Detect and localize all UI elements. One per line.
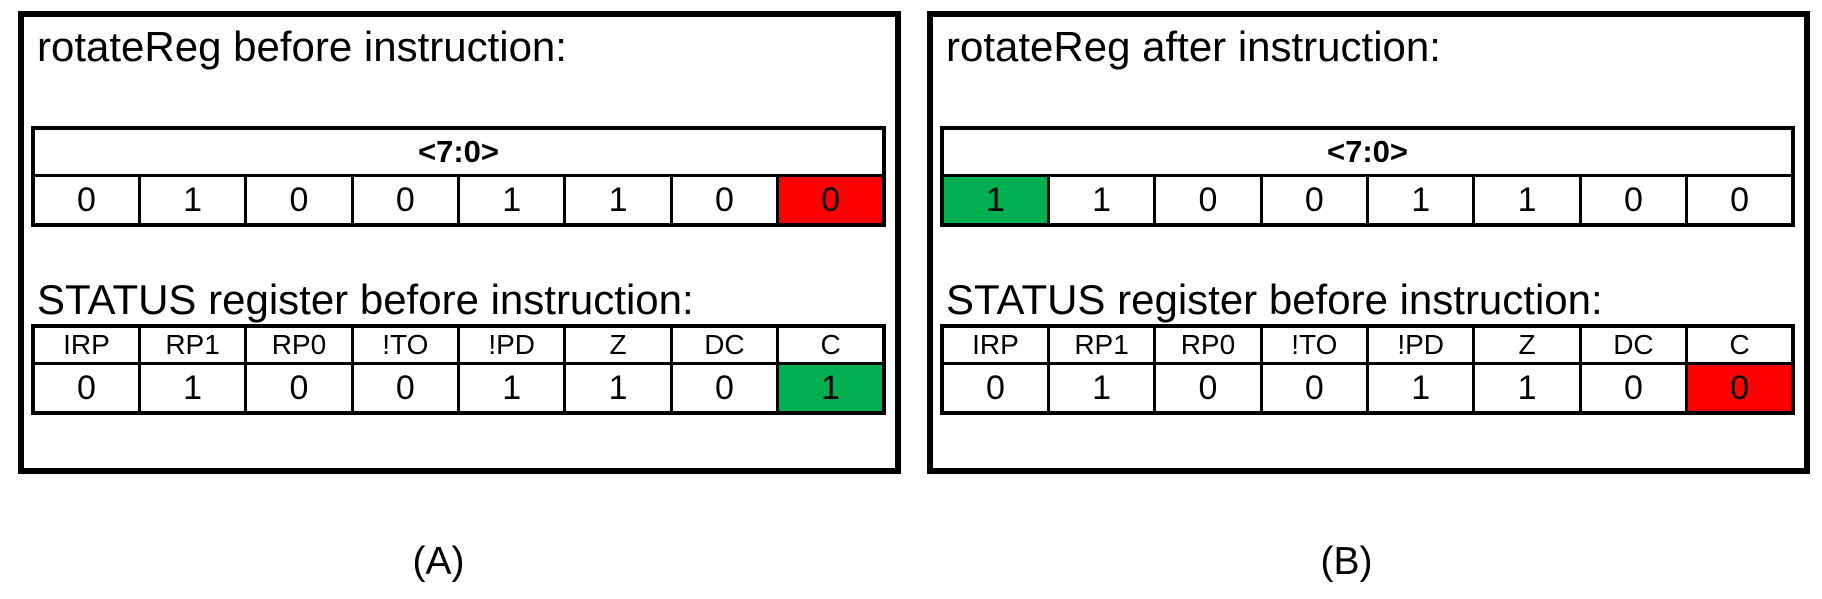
caption-panel-a: (A) xyxy=(412,540,465,583)
status-bit-cell: 0 xyxy=(350,362,461,415)
status-bit-cell: 1 xyxy=(456,362,567,415)
register-bit-row: 1 1 0 0 1 1 0 0 xyxy=(940,174,1795,227)
register-bit-cell: 1 xyxy=(456,174,567,227)
panel-after: rotateReg after instruction: <7:0> 1 1 0… xyxy=(927,11,1810,474)
register-bit-cell-carry-highlight: 0 xyxy=(776,174,886,227)
caption-panel-b: (B) xyxy=(1320,540,1373,583)
register-bit-cell: 1 xyxy=(1365,174,1476,227)
status-flag-header: RP1 xyxy=(1046,324,1157,365)
register-bit-cell: 0 xyxy=(1578,174,1689,227)
panel-before: rotateReg before instruction: <7:0> 0 1 … xyxy=(18,11,901,474)
status-flag-header: !TO xyxy=(350,324,461,365)
register-bit-cell: 1 xyxy=(1472,174,1582,227)
status-bit-cell-carry-highlight: 0 xyxy=(1685,362,1795,415)
status-flag-header: !TO xyxy=(1259,324,1370,365)
status-register-table: IRP RP1 RP0 !TO !PD Z DC C 0 1 0 0 1 1 xyxy=(940,324,1795,415)
status-bit-cell: 0 xyxy=(1259,362,1370,415)
register-header-row: <7:0> xyxy=(31,126,886,177)
register-bit-cell: 0 xyxy=(669,174,780,227)
register-bit-range-header: <7:0> xyxy=(31,126,886,177)
register-title: rotateReg before instruction: xyxy=(37,23,567,70)
status-flag-header: !PD xyxy=(1365,324,1476,365)
register-bit-cell: 0 xyxy=(350,174,461,227)
status-flag-header: DC xyxy=(669,324,780,365)
status-bit-cell: 0 xyxy=(1578,362,1689,415)
status-flag-header: RP0 xyxy=(244,324,354,365)
status-bit-cell: 0 xyxy=(31,362,141,415)
register-bit-cell: 0 xyxy=(1259,174,1370,227)
status-bit-cell: 0 xyxy=(1153,362,1263,415)
register-bit-row: 0 1 0 0 1 1 0 0 xyxy=(31,174,886,227)
register-bit-cell: 0 xyxy=(1685,174,1795,227)
status-bit-cell: 1 xyxy=(1046,362,1157,415)
register-bit-cell-msb-highlight: 1 xyxy=(940,174,1050,227)
status-bit-cell: 1 xyxy=(563,362,673,415)
status-bit-row: 0 1 0 0 1 1 0 0 xyxy=(940,362,1795,415)
register-bit-cell: 1 xyxy=(137,174,248,227)
status-register-title: STATUS register before instruction: xyxy=(946,276,1603,323)
status-register-title: STATUS register before instruction: xyxy=(37,276,694,323)
register-bit-cell: 1 xyxy=(563,174,673,227)
status-flag-header: DC xyxy=(1578,324,1689,365)
status-flag-header-carry: C xyxy=(1685,324,1795,365)
status-flag-header: Z xyxy=(1472,324,1582,365)
status-bit-cell: 0 xyxy=(940,362,1050,415)
status-flag-header: RP1 xyxy=(137,324,248,365)
register-bit-cell: 0 xyxy=(244,174,354,227)
status-bit-cell-carry-highlight: 1 xyxy=(776,362,886,415)
status-bit-cell: 1 xyxy=(137,362,248,415)
status-flag-header: RP0 xyxy=(1153,324,1263,365)
status-flag-header: Z xyxy=(563,324,673,365)
status-flag-header: IRP xyxy=(940,324,1050,365)
status-header-row: IRP RP1 RP0 !TO !PD Z DC C xyxy=(940,324,1795,365)
status-bit-row: 0 1 0 0 1 1 0 1 xyxy=(31,362,886,415)
register-bit-range-header: <7:0> xyxy=(940,126,1795,177)
status-bit-cell: 1 xyxy=(1365,362,1476,415)
status-register-table: IRP RP1 RP0 !TO !PD Z DC C 0 1 0 0 1 1 xyxy=(31,324,886,415)
register-bit-cell: 0 xyxy=(1153,174,1263,227)
status-flag-header: IRP xyxy=(31,324,141,365)
rotate-register-table: <7:0> 1 1 0 0 1 1 0 0 xyxy=(940,126,1795,227)
register-title: rotateReg after instruction: xyxy=(946,23,1441,70)
register-header-row: <7:0> xyxy=(940,126,1795,177)
register-bit-cell: 1 xyxy=(1046,174,1157,227)
status-bit-cell: 1 xyxy=(1472,362,1582,415)
status-bit-cell: 0 xyxy=(244,362,354,415)
register-bit-cell: 0 xyxy=(31,174,141,227)
rotate-register-table: <7:0> 0 1 0 0 1 1 0 0 xyxy=(31,126,886,227)
status-flag-header: !PD xyxy=(456,324,567,365)
status-flag-header-carry: C xyxy=(776,324,886,365)
status-bit-cell: 0 xyxy=(669,362,780,415)
status-header-row: IRP RP1 RP0 !TO !PD Z DC C xyxy=(31,324,886,365)
